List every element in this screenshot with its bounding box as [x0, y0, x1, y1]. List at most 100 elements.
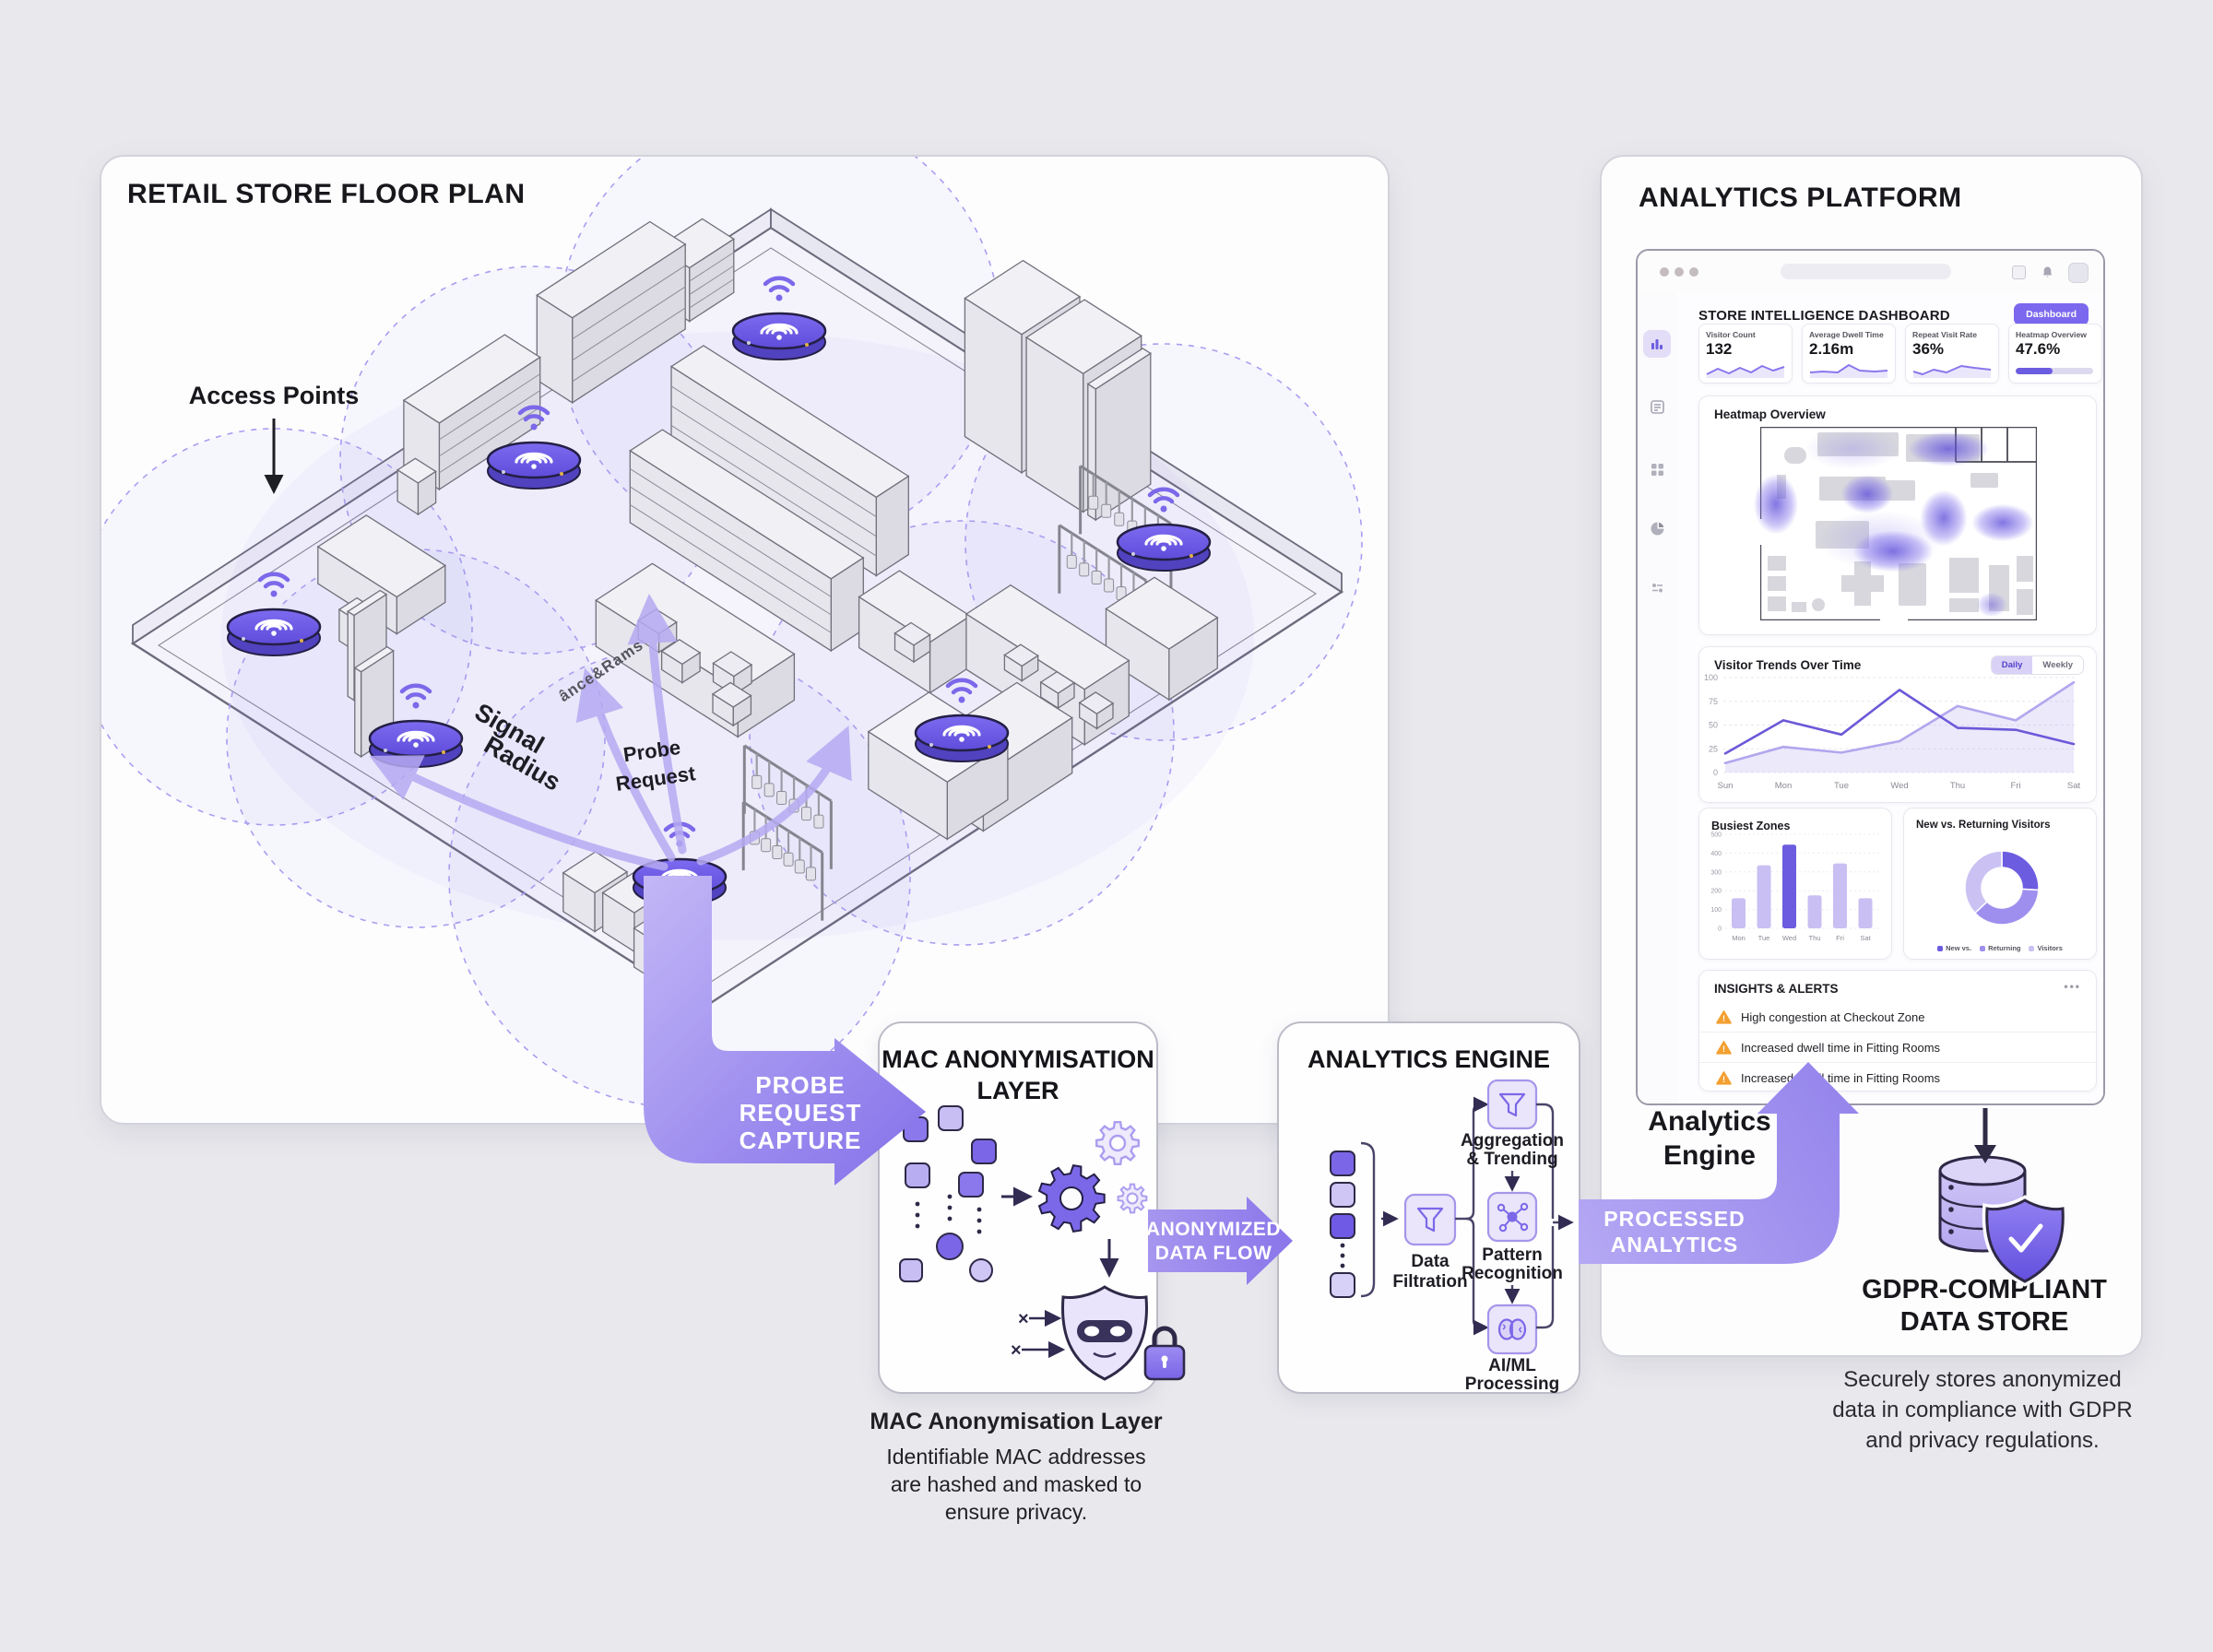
gdpr-caption: Securely stores anonymized data in compl…	[1832, 1367, 2133, 1453]
svg-text:!: !	[1722, 1044, 1725, 1054]
svg-text:Wed: Wed	[1782, 934, 1796, 942]
donut-chart	[1964, 850, 2040, 926]
sidebar-report-icon[interactable]	[1643, 393, 1671, 420]
legend-item: Returning	[1980, 944, 2020, 952]
sidebar-bar-chart-icon[interactable]	[1643, 330, 1671, 358]
warning-icon: !	[1716, 1040, 1732, 1055]
url-bar[interactable]	[1781, 264, 1951, 279]
alert-row: !Increased dwell time in Fitting Rooms	[1699, 1062, 2096, 1092]
warning-icon: !	[1716, 1070, 1732, 1085]
toggle-daily[interactable]: Daily	[1991, 656, 2033, 674]
dashboard-sidebar	[1638, 293, 1678, 1103]
svg-text:100: 100	[1710, 907, 1722, 914]
toggle-weekly[interactable]: Weekly	[2042, 660, 2073, 670]
analytics-platform-panel: ANALYTICS PLATFORM	[1600, 155, 2143, 1357]
alert-text: Increased dwell time in Fitting Rooms	[1741, 1040, 1941, 1055]
stat-label: Average Dwell Time	[1809, 330, 1884, 339]
alert-row: ! High congestion at Checkout Zone	[1699, 1002, 2096, 1032]
stat-label: Repeat Visit Rate	[1912, 330, 1978, 339]
dashboard-title: STORE INTELLIGENCE DASHBOARD	[1698, 308, 1950, 324]
heatmap-title: Heatmap Overview	[1714, 407, 1826, 421]
heatmap-map	[1747, 421, 2042, 620]
anonymized-label-1: ANONYMIZED	[1146, 1219, 1281, 1240]
warning-icon: !	[1716, 1009, 1732, 1024]
donut-legend: New vs. Returning Visitors	[1904, 944, 2096, 952]
traffic-light-zoom[interactable]	[1689, 267, 1698, 277]
mac-box-title: MAC ANONYMISATION LAYER	[882, 1045, 1154, 1104]
svg-text:Sat: Sat	[2067, 781, 2081, 791]
stat-value: 47.6%	[2016, 340, 2061, 358]
svg-text:300: 300	[1710, 869, 1722, 876]
engine-box-title: ANALYTICS ENGINE	[1307, 1045, 1551, 1073]
svg-text:400: 400	[1710, 851, 1722, 857]
dashboard-button[interactable]: Dashboard	[2014, 303, 2089, 325]
svg-text:Thu: Thu	[1950, 781, 1965, 791]
dashboard-mockup: STORE INTELLIGENCE DASHBOARD Dashboard V…	[1636, 249, 2105, 1105]
traffic-light-minimize[interactable]	[1675, 267, 1684, 277]
floor-plan-title: RETAIL STORE FLOOR PLAN	[127, 179, 526, 209]
avatar[interactable]	[2068, 263, 2089, 283]
stat-sparkline	[1809, 364, 1888, 378]
insights-menu-icon[interactable]: •••	[2064, 980, 2081, 993]
svg-text:!: !	[1722, 1075, 1725, 1084]
anonymized-label-2: DATA FLOW	[1155, 1243, 1272, 1264]
gdpr-title: GDPR-COMPLIANT DATA STORE	[1862, 1275, 2107, 1337]
svg-text:25: 25	[1709, 744, 1718, 753]
sidebar-pie-chart-icon[interactable]	[1643, 514, 1671, 542]
legend-item: Visitors	[2029, 944, 2063, 952]
donut-title: New vs. Returning Visitors	[1916, 820, 2051, 831]
probe-capture-label-3: CAPTURE	[740, 1127, 862, 1154]
insights-card: INSIGHTS & ALERTS ••• ! High congestion a…	[1698, 970, 2097, 1092]
svg-text:Thu: Thu	[1809, 934, 1821, 942]
svg-text:Fri: Fri	[1836, 934, 1844, 942]
svg-text:Mon: Mon	[1732, 934, 1746, 942]
heatmap-card: Heatmap Overview	[1698, 395, 2097, 635]
stat-value: 36%	[1912, 340, 1945, 358]
svg-text:Tue: Tue	[1834, 781, 1849, 791]
svg-text:Fri: Fri	[2010, 781, 2020, 791]
dashboard-main: STORE INTELLIGENCE DASHBOARD Dashboard V…	[1677, 293, 2103, 1103]
stat-sparkline	[1706, 365, 1785, 378]
svg-text:Mon: Mon	[1775, 781, 1792, 791]
floor-plan-generated	[101, 157, 1363, 1108]
stat-value: 132	[1706, 340, 1733, 358]
floor-plan-illustration: Access Points Signal Radius Probe Reques…	[101, 157, 1363, 1108]
anonymized-flow-arrow	[1148, 1197, 1293, 1285]
alert-text: High congestion at Checkout Zone	[1741, 1009, 1925, 1024]
svg-text:0: 0	[1718, 926, 1722, 933]
svg-text:!: !	[1722, 1014, 1725, 1023]
svg-text:0: 0	[1713, 768, 1718, 777]
trends-toggle: Daily Weekly	[1990, 655, 2084, 675]
zones-title: Busiest Zones	[1711, 820, 1791, 832]
svg-text:200: 200	[1710, 889, 1722, 895]
sidebar-grid-icon[interactable]	[1643, 455, 1671, 483]
extension-icon[interactable]	[2012, 266, 2026, 279]
sidebar-settings-icon[interactable]	[1643, 573, 1671, 601]
bell-icon[interactable]	[2041, 266, 2053, 278]
mac-caption: MAC Anonymisation Layer Identifiable MAC…	[867, 1409, 1166, 1526]
svg-text:Sat: Sat	[1860, 934, 1871, 942]
insights-title: INSIGHTS & ALERTS	[1714, 982, 1839, 996]
svg-text:Sun: Sun	[1718, 781, 1734, 791]
alerts-list: !High congestion at Checkout Zone!Increa…	[1699, 1002, 2096, 1092]
mac-anonymisation-box: MAC ANONYMISATION LAYER	[878, 1021, 1158, 1394]
floor-plan-panel: RETAIL STORE FLOOR PLAN Access Points Si…	[100, 155, 1390, 1125]
traffic-light-close[interactable]	[1660, 267, 1669, 277]
stat-sparkline	[1912, 365, 1992, 378]
legend-item: New vs.	[1937, 944, 1971, 952]
stat-label: Heatmap Overview	[2016, 330, 2087, 339]
access-points-label: Access Points	[189, 382, 360, 409]
browser-chrome	[1638, 251, 2103, 294]
svg-text:75: 75	[1709, 697, 1718, 706]
stat-value: 2.16m	[1809, 340, 1854, 358]
trends-title: Visitor Trends Over Time	[1714, 658, 1862, 672]
svg-text:500: 500	[1710, 832, 1722, 839]
